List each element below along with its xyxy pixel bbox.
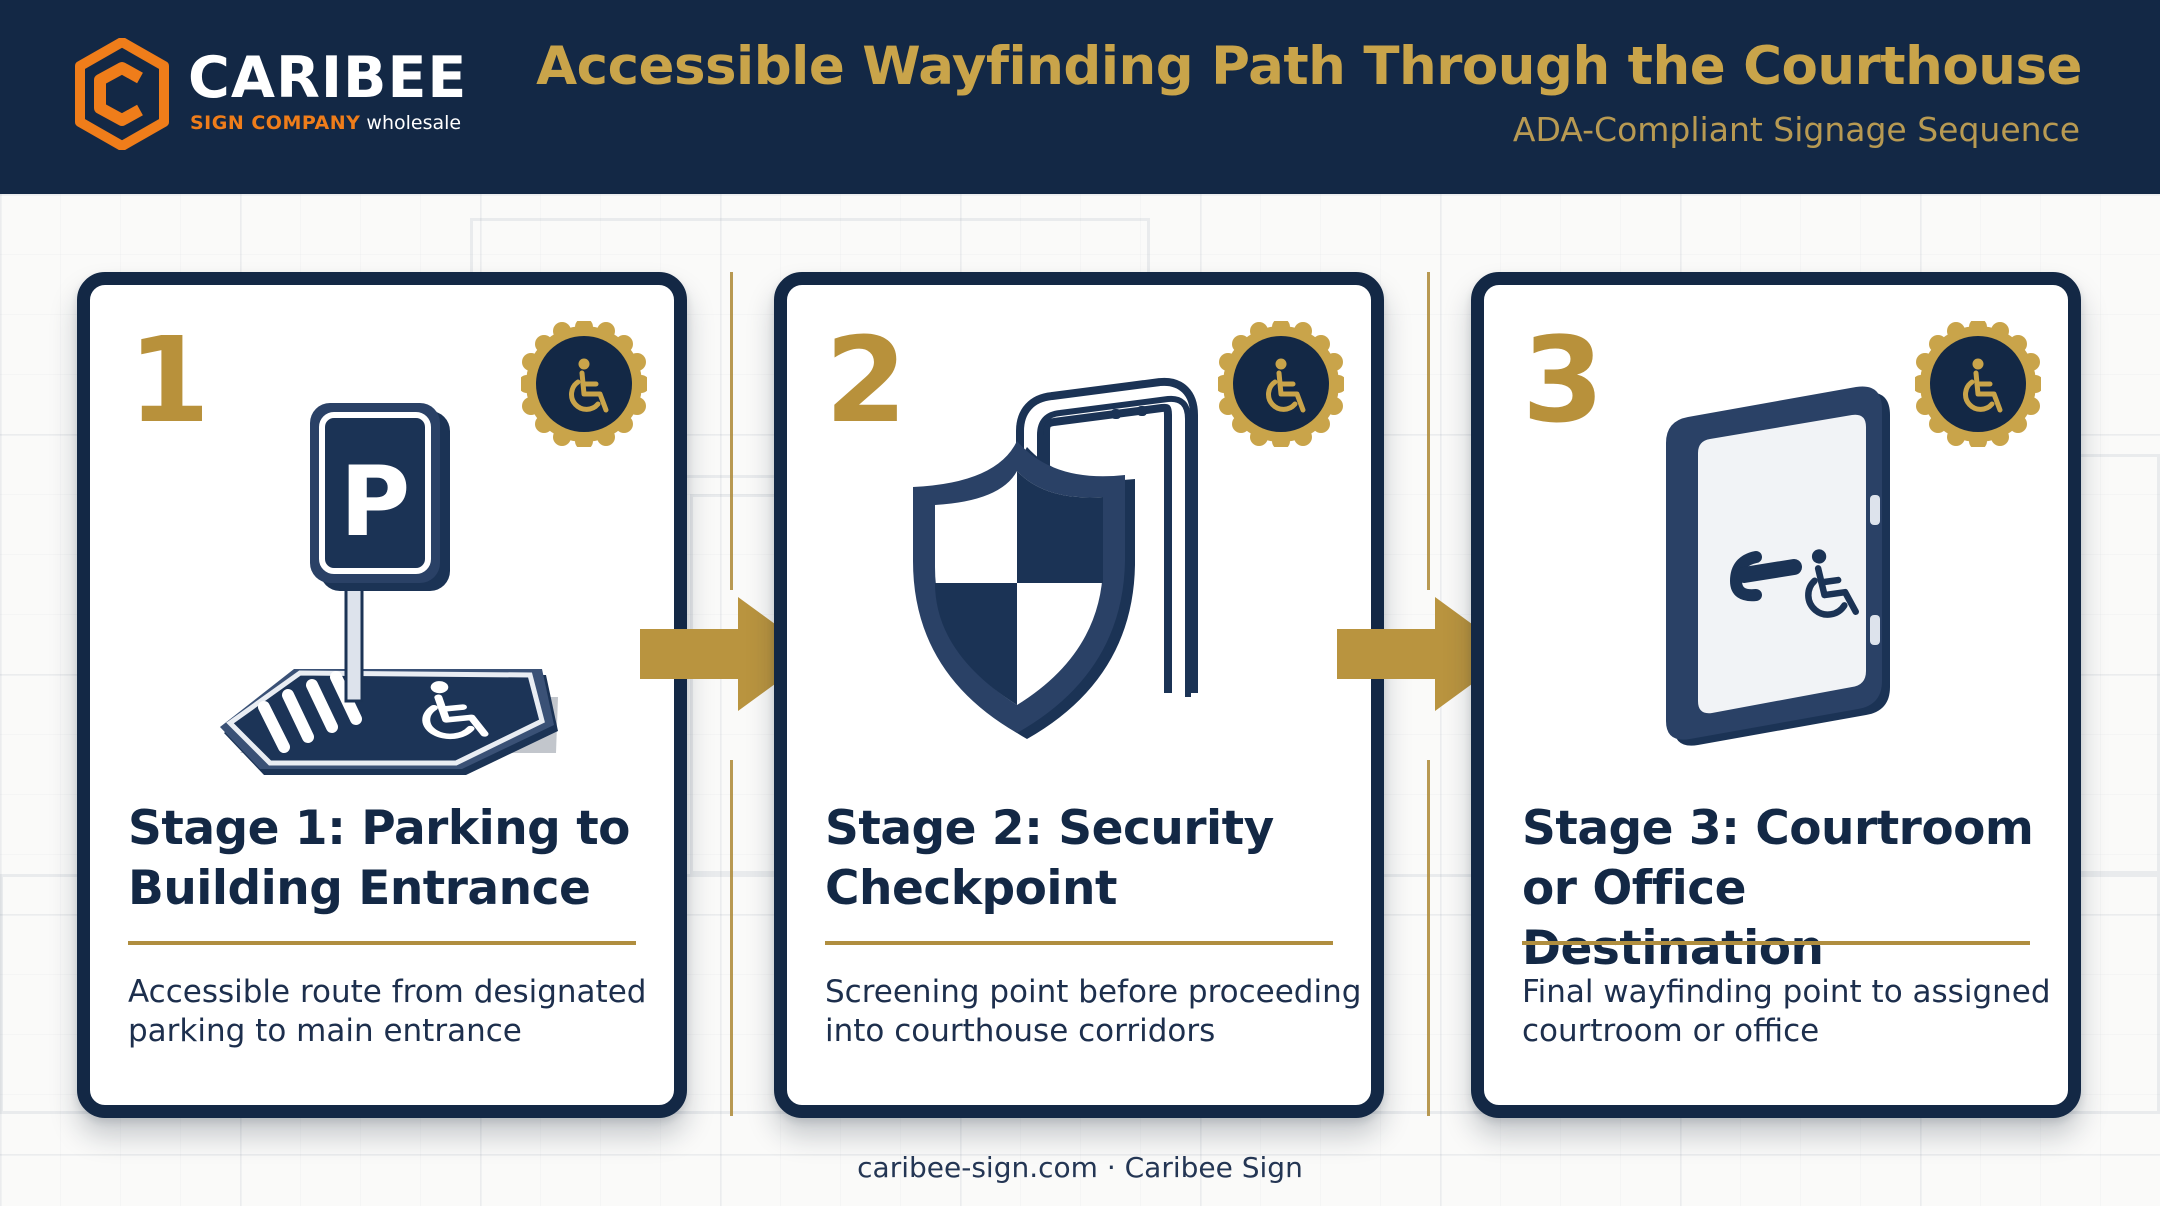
brand-name: CARIBEE (188, 45, 468, 111)
stage-title: Stage 1: Parking to Building Entrance (128, 799, 668, 919)
svg-text:P: P (340, 446, 410, 558)
stage-description-line: Screening point before proceeding (825, 974, 1362, 1010)
stage-description: Accessible route from designated parking… (128, 973, 668, 1051)
footer-credit[interactable]: caribee-sign.com · Caribee Sign (857, 1151, 1303, 1184)
stage-title: Stage 3: Courtroom or Office Destination (1522, 799, 2062, 979)
stage-number: 3 (1522, 311, 1605, 449)
stage-title-line: Stage 2: Security (825, 801, 1274, 856)
stage-card-1: 1 P Stage 1: Parking to Building Entranc… (77, 272, 687, 1118)
stage-card-2: 2 Stage 2: Security Checkpoint Screening… (774, 272, 1384, 1118)
gold-rule (825, 941, 1333, 945)
stage-title: Stage 2: Security Checkpoint (825, 799, 1365, 919)
stage-description: Final wayfinding point to assigned court… (1522, 973, 2062, 1051)
gold-rule (128, 941, 636, 945)
shield-metal-detector-icon (913, 377, 1198, 739)
stage-title-line: or Office Destination (1522, 861, 1824, 976)
stage-number: 2 (825, 311, 908, 449)
divider-line (1427, 760, 1430, 1116)
gold-rule (1522, 941, 2030, 945)
hexagon-c-logo-icon (75, 38, 169, 150)
page-title: Accessible Wayfinding Path Through the C… (536, 36, 2082, 97)
arrow-right-icon (640, 597, 816, 711)
divider-line (730, 272, 733, 590)
stage-title-line: Stage 3: Courtroom (1522, 801, 2034, 856)
stage-description: Screening point before proceeding into c… (825, 973, 1365, 1051)
stage-description-line: Accessible route from designated (128, 974, 647, 1010)
stage-description-line: parking to main entrance (128, 1013, 522, 1049)
divider-line (730, 760, 733, 1116)
stage-description-line: courtroom or office (1522, 1013, 1820, 1049)
accessible-door-icon (1666, 386, 1890, 746)
stage-description-line: into courthouse corridors (825, 1013, 1216, 1049)
brand-tagline-accent: SIGN COMPANY (190, 112, 361, 134)
stage-card-3: 3 Stage 3: Courtroom or Office Destinati… (1471, 272, 2081, 1118)
stage-description-line: Final wayfinding point to assigned (1522, 974, 2051, 1010)
arrow-right-icon (1337, 597, 1513, 711)
brand-tagline-rest: wholesale (366, 112, 462, 134)
stage-title-line: Building Entrance (128, 861, 591, 916)
stage-title-line: Stage 1: Parking to (128, 801, 630, 856)
stage-number: 1 (128, 311, 211, 449)
page-subtitle: ADA-Compliant Signage Sequence (1512, 110, 2080, 149)
stage-title-line: Checkpoint (825, 861, 1117, 916)
divider-line (1427, 272, 1430, 590)
parking-sign-accessible-space-icon: P (220, 403, 558, 775)
